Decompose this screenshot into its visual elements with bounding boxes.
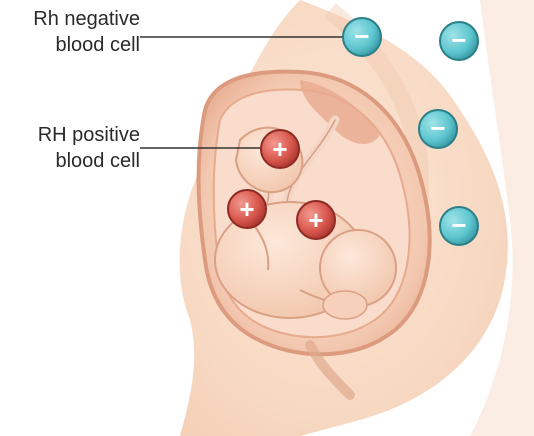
rh-negative-label: Rh negative blood cell xyxy=(0,6,140,58)
rh-positive-cell-2: + xyxy=(228,190,266,228)
rh-positive-cell-3: + xyxy=(297,201,335,239)
minus-symbol: − xyxy=(354,21,369,51)
rh-positive-label-line1: RH positive xyxy=(0,122,140,148)
rh-negative-cell-3: − xyxy=(419,110,457,148)
rh-negative-cell-4: − xyxy=(440,207,478,245)
rh-negative-cell-1: − xyxy=(343,18,381,56)
rh-positive-cell-1: + xyxy=(261,130,299,168)
rh-positive-label-line2: blood cell xyxy=(0,148,140,174)
minus-symbol: − xyxy=(451,210,466,240)
minus-symbol: − xyxy=(451,25,466,55)
minus-symbol: − xyxy=(430,113,445,143)
plus-symbol: + xyxy=(239,194,254,224)
plus-symbol: + xyxy=(272,134,287,164)
plus-symbol: + xyxy=(308,205,323,235)
rh-negative-label-line1: Rh negative xyxy=(0,6,140,32)
rh-positive-label: RH positive blood cell xyxy=(0,122,140,174)
rh-negative-cell-2: − xyxy=(440,22,478,60)
rh-negative-label-line2: blood cell xyxy=(0,32,140,58)
